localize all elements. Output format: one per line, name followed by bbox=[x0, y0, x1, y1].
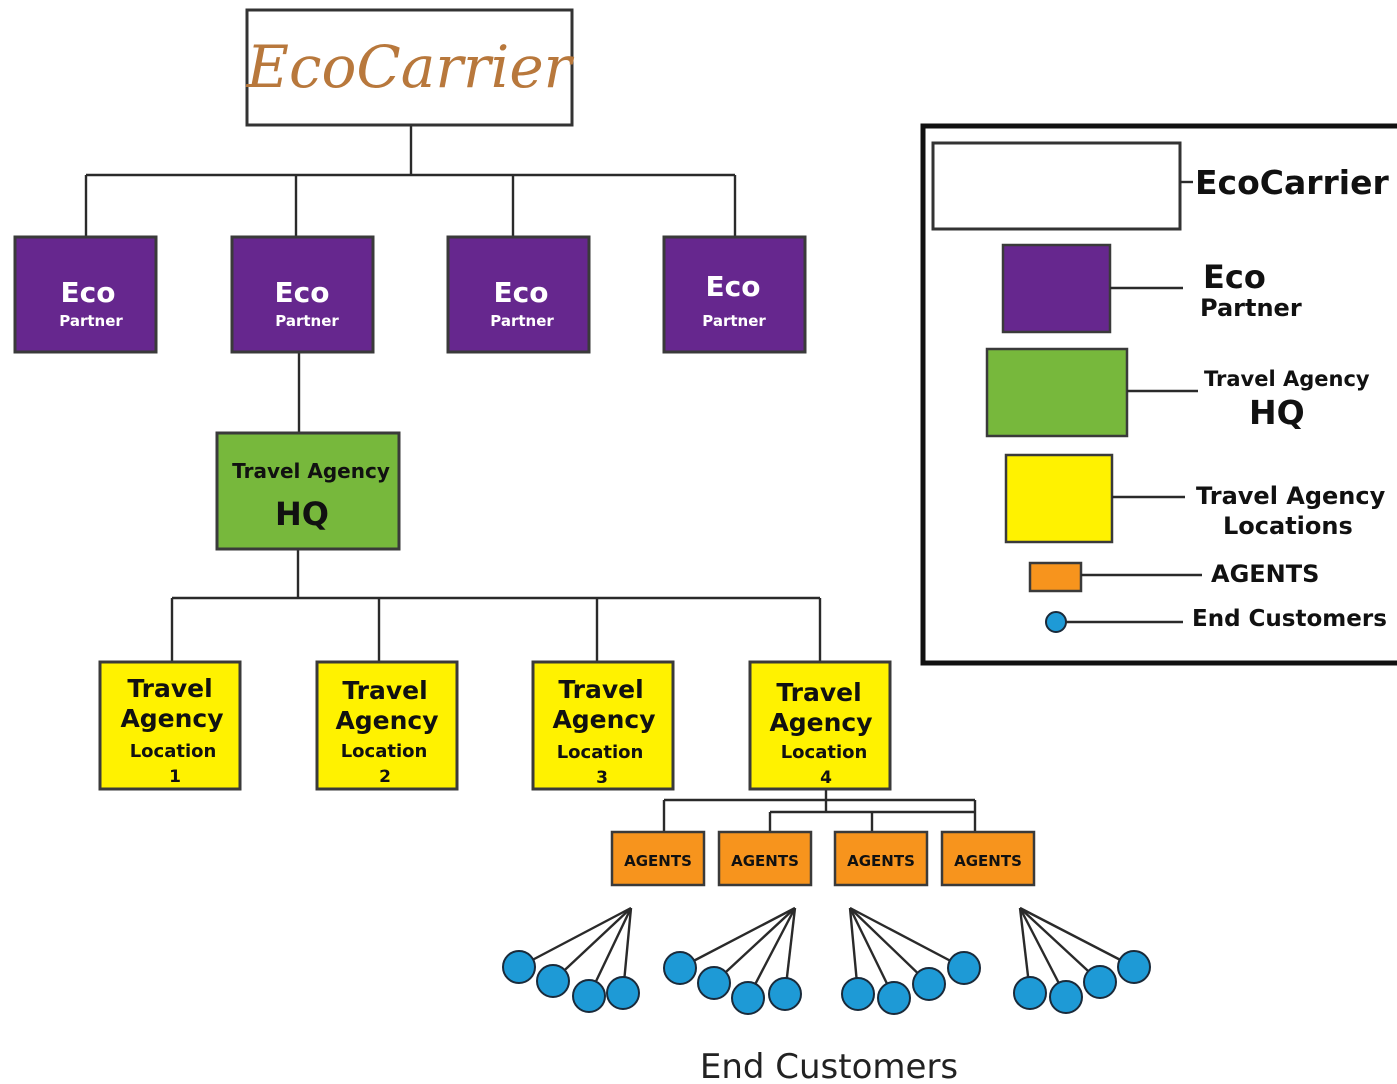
legend: EcoCarrier Eco Partner Travel Agency HQ … bbox=[920, 123, 1397, 666]
legend-swatch-locations bbox=[1004, 453, 1114, 544]
partner-title: Eco bbox=[494, 276, 549, 309]
agents-label: AGENTS bbox=[731, 852, 799, 870]
partner-title: Eco bbox=[706, 270, 761, 303]
end-customer-dot bbox=[1117, 950, 1151, 984]
agents-label: AGENTS bbox=[624, 852, 692, 870]
location-number: 1 bbox=[169, 767, 181, 787]
legend-label-eco-partner-1: Eco bbox=[1203, 258, 1266, 296]
agents-box: AGENTS bbox=[717, 830, 813, 887]
location-line3: Location bbox=[781, 742, 868, 763]
eco-partner-box: Eco Partner bbox=[13, 235, 158, 354]
hq-line1: Travel Agency bbox=[232, 459, 390, 483]
end-customer-dot bbox=[697, 966, 731, 1000]
location-line1: Travel bbox=[558, 675, 643, 704]
end-customer-dot bbox=[572, 979, 606, 1013]
legend-label-ecocarrier: EcoCarrier bbox=[1195, 163, 1390, 202]
agents-box: AGENTS bbox=[833, 830, 929, 887]
location-line2: Agency bbox=[769, 708, 872, 737]
ecocarrier-logo: EcoCarrier bbox=[246, 33, 575, 101]
legend-label-locations-1: Travel Agency bbox=[1196, 482, 1386, 510]
legend-label-eco-partner-2: Partner bbox=[1200, 294, 1302, 322]
agents-box: AGENTS bbox=[610, 830, 706, 887]
end-customer-dot bbox=[1013, 976, 1047, 1010]
travel-agency-location-box: Travel Agency Location 3 bbox=[531, 660, 675, 791]
legend-swatch-end-customer bbox=[1045, 611, 1067, 633]
legend-label-locations-2: Locations bbox=[1223, 512, 1353, 540]
eco-partner-box: Eco Partner bbox=[230, 235, 375, 354]
end-customer-dot bbox=[877, 981, 911, 1015]
legend-label-end-customers: End Customers bbox=[1192, 606, 1387, 632]
location-line2: Agency bbox=[120, 704, 223, 733]
hq-line2: HQ bbox=[275, 495, 329, 533]
partner-subtitle: Partner bbox=[490, 312, 554, 330]
end-customers-caption: End Customers bbox=[700, 1047, 958, 1084]
location-line1: Travel bbox=[342, 676, 427, 705]
location-line1: Travel bbox=[776, 678, 861, 707]
partner-subtitle: Partner bbox=[275, 312, 339, 330]
end-customer-dot bbox=[536, 964, 570, 998]
partner-subtitle: Partner bbox=[702, 312, 766, 330]
legend-item-ecocarrier: EcoCarrier bbox=[931, 141, 1390, 231]
location-line2: Agency bbox=[335, 706, 438, 735]
end-customer-dot bbox=[1049, 980, 1083, 1014]
ecocarrier-box: EcoCarrier bbox=[245, 8, 575, 127]
agents-label: AGENTS bbox=[847, 852, 915, 870]
location-line2: Agency bbox=[552, 705, 655, 734]
end-customer-dot bbox=[912, 967, 946, 1001]
end-customer-dot bbox=[1083, 965, 1117, 999]
travel-agency-location-box: Travel Agency Location 1 bbox=[98, 660, 242, 791]
legend-item-hq: Travel Agency HQ bbox=[985, 347, 1370, 438]
location-row: Travel Agency Location 1 Travel Agency L… bbox=[98, 660, 892, 791]
travel-agency-location-box: Travel Agency Location 2 bbox=[315, 660, 459, 791]
legend-label-agents: AGENTS bbox=[1211, 560, 1319, 588]
partner-row: Eco Partner Eco Partner Eco Partner Eco … bbox=[13, 235, 807, 354]
legend-label-hq-1: Travel Agency bbox=[1204, 367, 1370, 391]
legend-swatch-eco-partner bbox=[1001, 243, 1112, 334]
end-customer-dot bbox=[606, 976, 640, 1010]
end-customers-group: End Customers bbox=[502, 950, 1151, 1084]
partner-title: Eco bbox=[61, 276, 116, 309]
legend-swatch-hq bbox=[985, 347, 1129, 438]
location-line3: Location bbox=[130, 741, 217, 762]
legend-swatch-agents bbox=[1028, 561, 1083, 593]
legend-item-end-customers: End Customers bbox=[1045, 606, 1387, 633]
location-line3: Location bbox=[557, 742, 644, 763]
agents-label: AGENTS bbox=[954, 852, 1022, 870]
travel-agency-location-box: Travel Agency Location 4 bbox=[748, 660, 892, 791]
location-number: 3 bbox=[596, 768, 608, 788]
location-number: 4 bbox=[820, 768, 832, 788]
agents-row: AGENTS AGENTS AGENTS AGENTS bbox=[610, 830, 1036, 887]
legend-item-locations: Travel Agency Locations bbox=[1004, 453, 1386, 544]
location-line3: Location bbox=[341, 741, 428, 762]
partner-title: Eco bbox=[275, 276, 330, 309]
travel-agency-hq-box: Travel Agency HQ bbox=[215, 431, 401, 551]
end-customer-dot bbox=[947, 951, 981, 985]
location-number: 2 bbox=[379, 767, 391, 787]
location-line1: Travel bbox=[127, 674, 212, 703]
legend-label-hq-2: HQ bbox=[1249, 393, 1305, 432]
legend-item-eco-partner: Eco Partner bbox=[1001, 243, 1302, 334]
end-customer-dot bbox=[731, 981, 765, 1015]
end-customer-dot bbox=[768, 977, 802, 1011]
eco-partner-box: Eco Partner bbox=[662, 235, 807, 354]
end-customer-dot bbox=[841, 977, 875, 1011]
legend-item-agents: AGENTS bbox=[1028, 560, 1319, 593]
partner-subtitle: Partner bbox=[59, 312, 123, 330]
agents-box: AGENTS bbox=[940, 830, 1036, 887]
end-customer-dot bbox=[663, 951, 697, 985]
legend-swatch-ecocarrier bbox=[931, 141, 1182, 231]
end-customer-dot bbox=[502, 950, 536, 984]
eco-partner-box: Eco Partner bbox=[446, 235, 591, 354]
